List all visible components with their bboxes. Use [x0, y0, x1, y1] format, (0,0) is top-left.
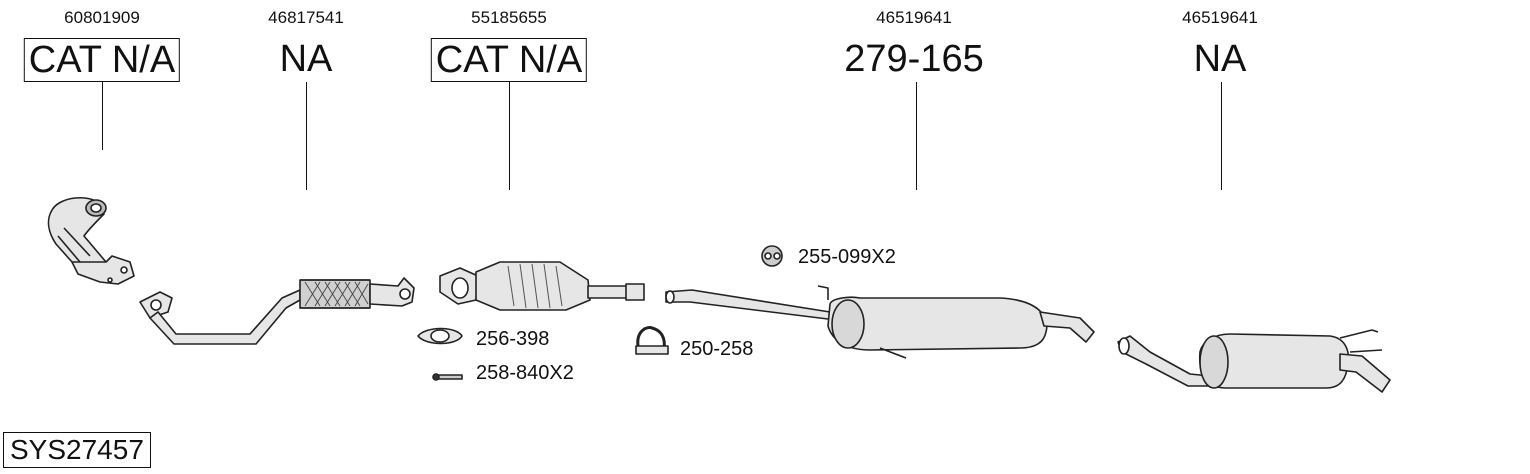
oem-number: 46519641	[876, 8, 952, 27]
oem-number: 46817541	[268, 8, 344, 27]
part-code[interactable]: 279-165	[844, 38, 984, 80]
centre-silencer-part[interactable]	[665, 285, 1095, 359]
oem-number: 60801909	[64, 8, 140, 27]
leader-line	[916, 82, 917, 190]
leader-line	[102, 82, 103, 150]
part-code[interactable]: CAT N/A	[23, 38, 181, 82]
bolt-icon	[432, 373, 463, 381]
manifold-catalyst-part[interactable]	[47, 197, 135, 285]
rear-silencer-part[interactable]	[1117, 329, 1391, 393]
rubber-hanger-icon	[761, 245, 783, 267]
system-id: SYS27457	[3, 432, 151, 468]
accessory-code[interactable]: 258-840X2	[476, 362, 574, 384]
accessory-code[interactable]: 250-258	[680, 338, 754, 360]
part-code[interactable]: NA	[279, 38, 333, 80]
leader-line	[509, 82, 510, 190]
leader-line	[1221, 82, 1222, 190]
catalyst-part[interactable]	[439, 261, 645, 311]
oem-number: 55185655	[471, 8, 547, 27]
part-code[interactable]: NA	[1193, 38, 1247, 80]
gasket-icon	[417, 327, 463, 345]
accessory-code[interactable]: 255-099X2	[798, 246, 896, 268]
front-pipe-part[interactable]	[139, 277, 415, 345]
accessory-code[interactable]: 256-398	[476, 328, 550, 350]
oem-number: 46519641	[1182, 8, 1258, 27]
clamp-icon	[635, 326, 669, 355]
part-code[interactable]: CAT N/A	[430, 38, 588, 82]
leader-line	[306, 82, 307, 190]
